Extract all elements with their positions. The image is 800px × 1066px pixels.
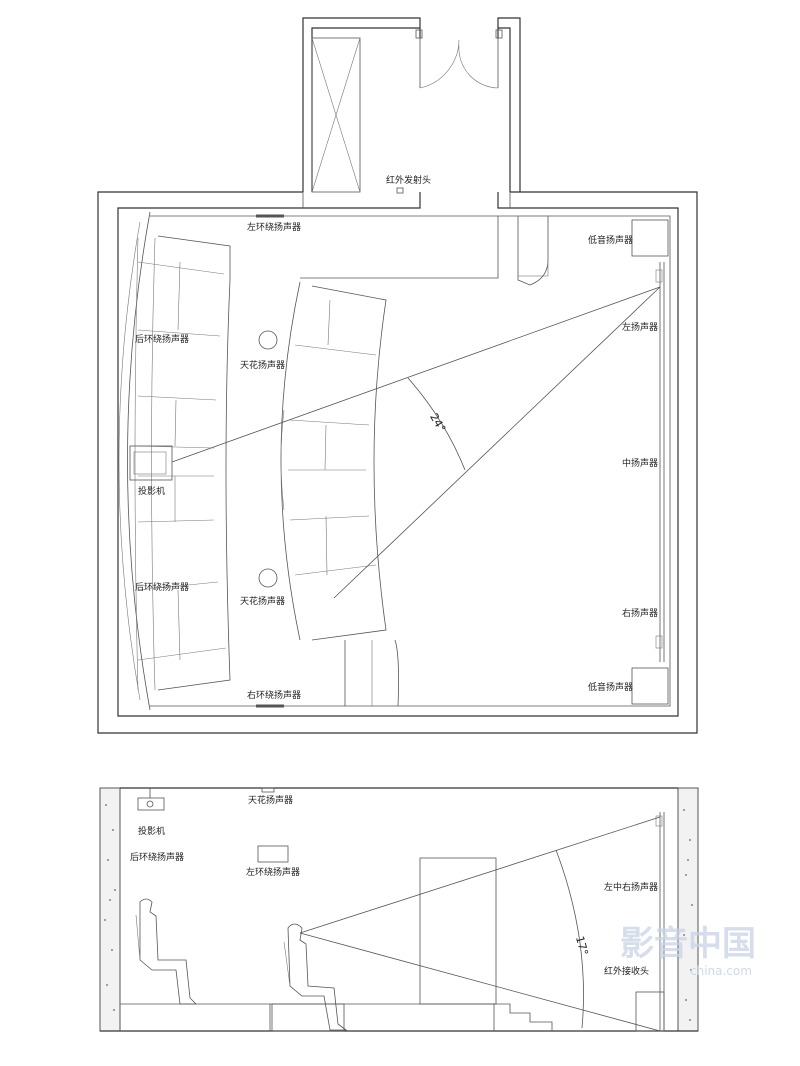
section-partition bbox=[419, 857, 497, 1005]
watermark-brand: 影音中国 bbox=[620, 924, 756, 964]
ir-emitter-icon bbox=[396, 187, 404, 194]
center-speaker-label: 中扬声器 bbox=[622, 457, 658, 469]
screen bbox=[655, 262, 665, 662]
rear-seated-person bbox=[135, 898, 197, 1005]
closet bbox=[311, 37, 361, 193]
left-wall-section bbox=[99, 787, 121, 1032]
left-surround-label: 左环绕扬声器 bbox=[247, 221, 301, 233]
section-projector-label: 投影机 bbox=[138, 825, 165, 837]
ceiling-speaker-label-bottom: 天花扬声器 bbox=[240, 595, 285, 607]
front-seated-person bbox=[271, 923, 348, 1032]
rear-surround-label-bottom: 后环绕扬声器 bbox=[135, 581, 189, 593]
rear-seating-row bbox=[134, 235, 231, 691]
rear-curved-wall bbox=[127, 211, 151, 711]
right-speaker-label: 右扬声器 bbox=[622, 607, 658, 619]
section-screen bbox=[635, 812, 665, 1032]
section-projector-icon bbox=[137, 788, 165, 811]
ceiling-speaker-label-top: 天花扬声器 bbox=[240, 359, 285, 371]
right-surround-label: 右环绕扬声器 bbox=[247, 689, 301, 701]
projector-label: 投影机 bbox=[138, 485, 165, 497]
double-door[interactable] bbox=[415, 29, 503, 89]
entrance-corridor bbox=[302, 17, 521, 193]
section-left-surround-icon bbox=[257, 845, 289, 863]
plan-sightlines: 24° bbox=[171, 286, 661, 599]
section-sightlines: 17° bbox=[299, 816, 661, 1032]
subwoofer-icon bbox=[631, 667, 669, 705]
projector-icon bbox=[129, 445, 173, 481]
section-ir-receiver-label: 红外接收头 bbox=[604, 965, 649, 977]
section-viewing-angle: 17° bbox=[573, 935, 591, 957]
floor-plan: 红外发射头 天花扬声器 天花扬声器 bbox=[97, 17, 698, 734]
section-left-surround-label: 左环绕扬声器 bbox=[246, 866, 300, 878]
outer-wall bbox=[97, 191, 698, 734]
watermark-logo: 影音中国 china.com bbox=[620, 924, 756, 978]
rear-surround-label-top: 后环绕扬声器 bbox=[135, 333, 189, 345]
section-view: 投影机 天花扬声器 后环绕扬声器 左环绕扬声器 左中右扬声器 红外接收头 bbox=[99, 787, 756, 1032]
left-speaker-label: 左扬声器 bbox=[622, 321, 658, 333]
subwoofer-label-bottom: 低音扬声器 bbox=[588, 681, 633, 693]
section-ceiling-speaker-label: 天花扬声器 bbox=[248, 794, 293, 806]
ceiling-speaker-icon bbox=[258, 330, 278, 350]
subwoofer-label-top: 低音扬声器 bbox=[588, 234, 633, 246]
ir-emitter-label: 红外发射头 bbox=[386, 174, 431, 186]
front-seating-row bbox=[280, 281, 387, 641]
ceiling-speaker-icon bbox=[258, 568, 278, 588]
subwoofer-icon bbox=[631, 219, 669, 257]
section-lcr-label: 左中右扬声器 bbox=[604, 881, 658, 893]
section-rear-surround-label: 后环绕扬声器 bbox=[130, 851, 184, 863]
watermark-site: china.com bbox=[690, 964, 752, 978]
plan-viewing-angle: 24° bbox=[427, 411, 448, 434]
right-wall-section bbox=[677, 787, 699, 1032]
